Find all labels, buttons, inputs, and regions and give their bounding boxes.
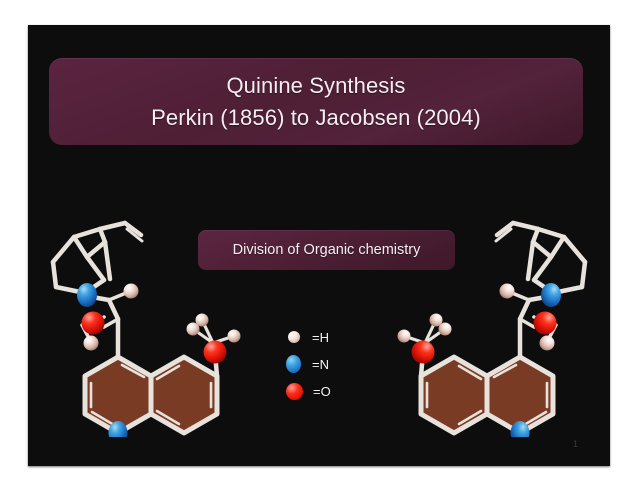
page-number: 1	[572, 439, 578, 449]
oxygen-atom-hydroxyl	[81, 311, 105, 335]
hydrogen-atom-methyl-2	[227, 329, 241, 343]
legend-item-oxygen: =O	[286, 379, 331, 403]
nitrogen-atom-quinoline	[108, 421, 128, 437]
nitrogen-sphere-icon	[286, 355, 301, 373]
slide-canvas: Quinine Synthesis Perkin (1856) to Jacob…	[28, 25, 610, 466]
quinine-structure	[30, 207, 246, 437]
atom-spheres	[77, 283, 241, 437]
title-line-1: Quinine Synthesis	[226, 73, 406, 99]
atom-color-legend: =H =N =O	[286, 325, 331, 406]
slide-title-banner: Quinine Synthesis Perkin (1856) to Jacob…	[49, 58, 583, 145]
hydrogen-atom-methyl-1	[186, 322, 200, 336]
oxygen-atom-hydroxyl	[533, 311, 557, 335]
hydrogen-atom-methyl-3	[195, 313, 209, 327]
subtitle-text: Division of Organic chemistry	[232, 242, 421, 258]
quinoline-ring-system	[418, 354, 556, 436]
atom-spheres	[397, 283, 561, 437]
nitrogen-atom-quinoline	[510, 421, 530, 437]
slide-title-text: Quinine Synthesis Perkin (1856) to Jacob…	[137, 70, 495, 132]
title-line-2: Perkin (1856) to Jacobsen (2004)	[151, 104, 481, 130]
legend-label-nitrogen: =N	[312, 356, 329, 372]
nitrogen-atom-quinuclidine	[77, 283, 97, 307]
subtitle-banner: Division of Organic chemistry	[198, 230, 455, 270]
nitrogen-atom-quinuclidine	[541, 283, 561, 307]
hydrogen-atom-methyl-1	[438, 322, 452, 336]
legend-label-hydrogen: =H	[312, 329, 329, 345]
legend-item-hydrogen: =H	[286, 325, 331, 349]
legend-item-nitrogen: =N	[286, 352, 331, 376]
oxygen-sphere-icon	[286, 382, 303, 400]
hydrogen-atom-c9	[123, 283, 139, 299]
hydrogen-atom-hydroxyl	[83, 335, 99, 351]
hydrogen-sphere-icon	[288, 331, 300, 343]
quinoline-ring-system	[82, 354, 220, 436]
oxygen-atom-methoxy	[411, 340, 435, 364]
oxygen-atom-methoxy	[203, 340, 227, 364]
quinidine-structure	[392, 207, 608, 437]
hydrogen-atom-c9	[499, 283, 515, 299]
hydrogen-atom-methyl-3	[429, 313, 443, 327]
hydrogen-atom-hydroxyl	[539, 335, 555, 351]
hydrogen-atom-methyl-2	[397, 329, 411, 343]
legend-label-oxygen: =O	[313, 383, 331, 399]
